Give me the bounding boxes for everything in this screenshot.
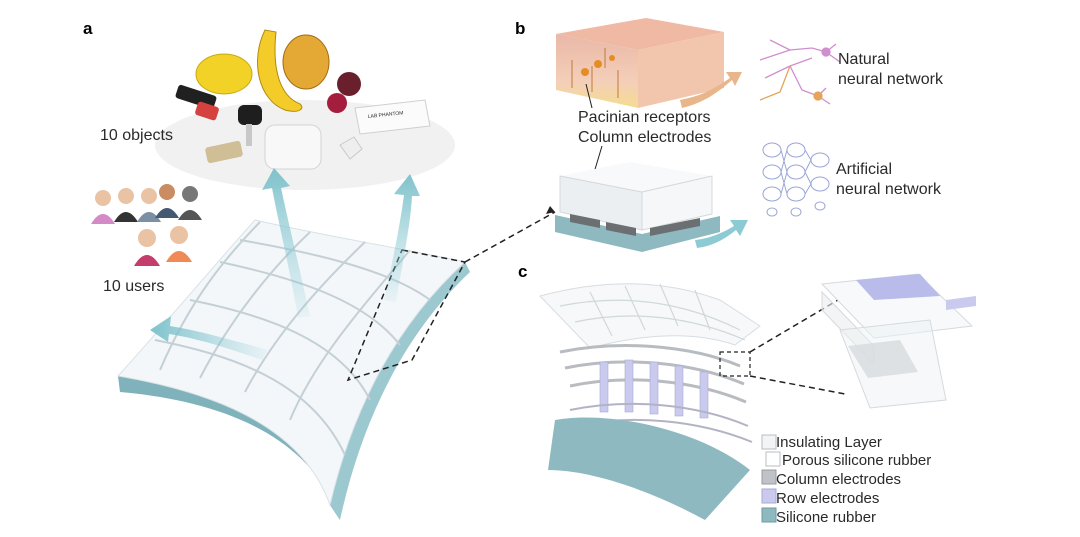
legend-label-silicone: Silicone rubber: [776, 509, 876, 526]
usb-drive-object: [205, 140, 243, 164]
pointer-line: [585, 83, 593, 109]
sensor-cross-section: [555, 162, 720, 252]
exploded-sensor-view: [539, 283, 761, 520]
cherry-object: [327, 93, 347, 113]
objects-illustration: LAB PHANTOM: [155, 29, 455, 190]
user-avatar-3: [137, 188, 161, 222]
car-key-object: [238, 105, 262, 146]
arrow-up-left: [262, 168, 310, 318]
sensor-zoom-box: [346, 249, 467, 382]
connector-arrowhead: [546, 206, 555, 214]
user-avatar-4: [155, 184, 179, 218]
artificial-label-line1: Artificial: [836, 161, 892, 178]
arrow-left: [150, 316, 268, 360]
business-card-object: LAB PHANTOM: [354, 99, 431, 135]
connector-c-zoom-bottom: [749, 375, 846, 395]
layer-legend: Insulating Layer Porous silicone rubber …: [761, 434, 931, 526]
user-avatar-6: [134, 229, 160, 266]
user-avatar-5: [178, 186, 202, 220]
legend-swatch-silicone: [761, 507, 777, 523]
user-avatar-1: [91, 190, 115, 224]
white-box-object: [264, 124, 322, 170]
column-electrodes-label: Column electrodes: [578, 129, 711, 146]
user-avatar-2: [114, 188, 138, 222]
natural-label-line2: neural network: [838, 71, 944, 88]
artificial-neural-network-icon: [762, 142, 830, 217]
legend-label-column: Column electrodes: [776, 471, 901, 488]
panel-letter-a: a: [83, 19, 93, 38]
legend-swatch-porous: [765, 451, 781, 467]
lemon-object: [195, 53, 253, 95]
panel-letter-c: c: [518, 262, 527, 281]
layer-detail-zoom: [820, 273, 976, 409]
lipstick-object: [175, 84, 219, 121]
card-text: LAB PHANTOM: [368, 110, 404, 120]
legend-label-row: Row electrodes: [776, 490, 879, 507]
legend-swatch-row: [761, 488, 777, 504]
pacinian-receptor: [581, 68, 589, 76]
natural-neural-network-icon: [759, 39, 841, 105]
mango-object: [282, 34, 330, 90]
users-illustration: [91, 184, 202, 266]
pacinian-receptors-label: Pacinian receptors: [578, 109, 711, 126]
arrow-up-right: [384, 174, 420, 302]
sensor-arrow: [695, 220, 748, 248]
plum-object: [337, 72, 361, 96]
output-arrows: [150, 168, 420, 360]
connector-a-to-b: [464, 211, 556, 263]
legend-label-porous: Porous silicone rubber: [782, 452, 931, 469]
legend-swatch-column: [761, 469, 777, 485]
natural-label-line1: Natural: [838, 51, 890, 68]
legend-swatch-insulating: [761, 434, 777, 450]
panel-letter-b: b: [515, 19, 525, 38]
legend-label-insulating: Insulating Layer: [776, 434, 882, 451]
banana-object: [257, 29, 303, 112]
skin-block: [556, 18, 724, 108]
clip-object: [339, 136, 363, 160]
users-label: 10 users: [103, 278, 164, 295]
exploded-zoom-box: [719, 351, 751, 377]
artificial-label-line2: neural network: [836, 181, 942, 198]
user-avatar-7: [166, 226, 192, 262]
objects-label: 10 objects: [100, 127, 173, 144]
skin-arrow: [680, 72, 742, 108]
